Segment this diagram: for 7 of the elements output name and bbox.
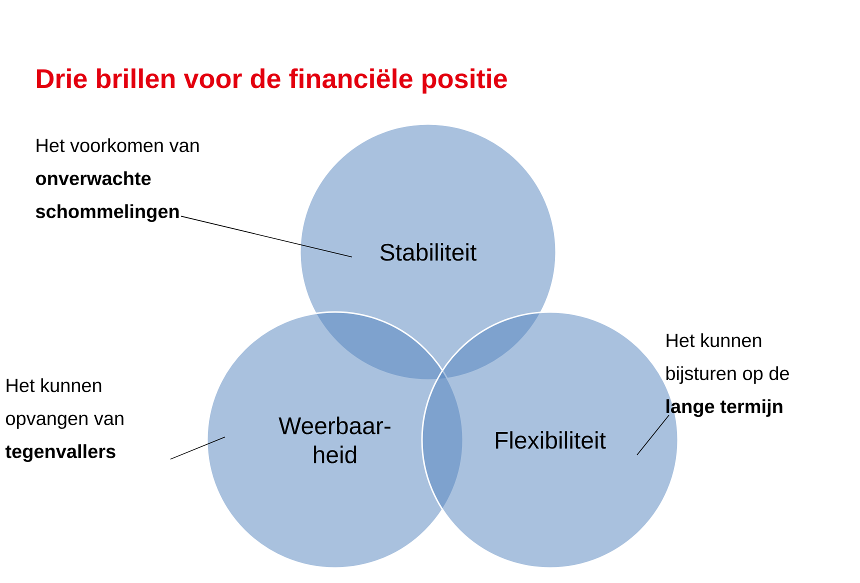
annotation-text: Het voorkomen van onverwachte schommelingen (36, 138, 199, 222)
leader-line (170, 436, 226, 460)
title: Drie brillen voor de financiële positie (37, 68, 507, 94)
annotation-text: Het kunnen bijsturen op de lange termijn (666, 333, 789, 417)
leader-line (636, 414, 670, 456)
annotation-text: Het kunnen opvangen van tegenvallers (5, 378, 124, 462)
leader-line (180, 216, 352, 258)
